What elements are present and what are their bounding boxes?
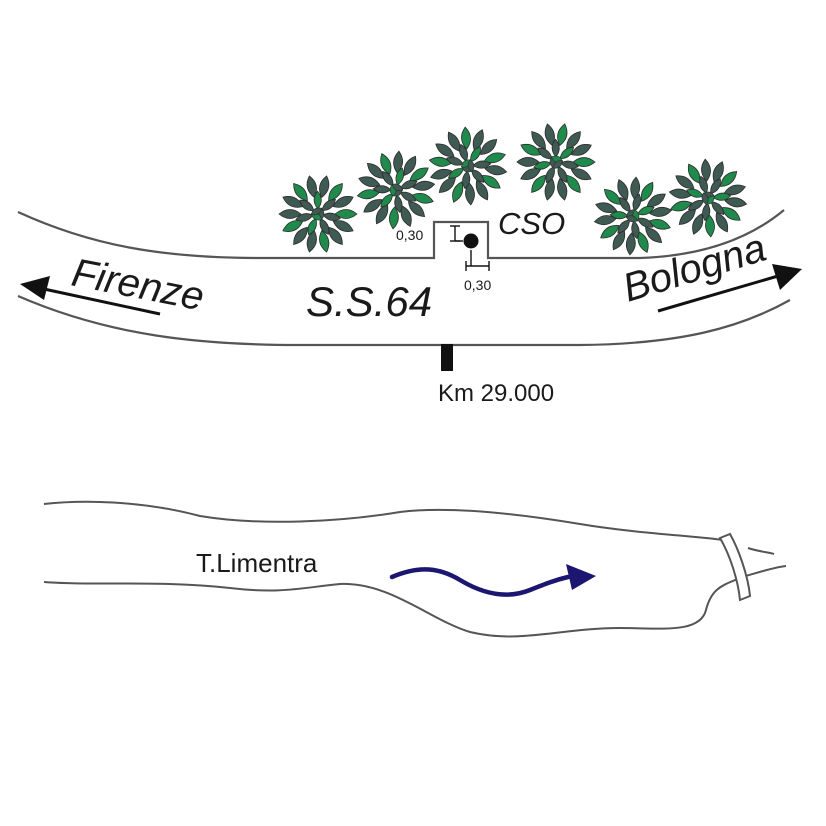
km-marker-label: Km 29.000 xyxy=(438,380,554,407)
tree-leaf xyxy=(644,227,663,244)
tree-leaf xyxy=(724,197,748,208)
tree-leaf xyxy=(332,196,354,208)
tree-leaf xyxy=(701,158,711,182)
tree-leaf xyxy=(461,126,471,150)
tree-group xyxy=(278,123,748,256)
station-point xyxy=(463,233,479,249)
tree-leaf xyxy=(531,130,546,150)
tree-leaf xyxy=(516,157,540,167)
tree-leaf xyxy=(600,225,620,239)
river-name: T.Limentra xyxy=(196,548,318,578)
tree-leaf xyxy=(293,183,308,202)
culvert-icon xyxy=(718,532,752,602)
river-bottom-bank xyxy=(43,565,787,638)
flow-arrow-icon xyxy=(389,564,596,597)
tree-leaf xyxy=(625,232,636,256)
dim-vertical-icon xyxy=(450,225,463,242)
road-name: S.S.64 xyxy=(306,278,432,325)
river: T.Limentra xyxy=(43,500,787,638)
tree-leaf xyxy=(310,207,323,216)
tree-icon xyxy=(516,123,596,201)
tree-leaf xyxy=(475,180,489,201)
tree-leaf xyxy=(389,206,399,230)
tree-leaf xyxy=(595,202,618,213)
arrow-right-icon xyxy=(657,264,802,313)
tree-leaf xyxy=(675,175,695,189)
road xyxy=(17,209,791,347)
tree-leaf xyxy=(484,165,508,176)
dim-horizontal-label: 0,30 xyxy=(464,277,491,293)
station: 0,30 0,30 CSO xyxy=(396,206,565,293)
tree-leaf xyxy=(701,192,709,205)
tree-leaf xyxy=(293,226,308,245)
tree-leaf xyxy=(430,168,453,180)
road-bottom-edge xyxy=(17,294,791,347)
tree-leaf xyxy=(692,213,704,235)
river-top-bank-end xyxy=(747,547,775,555)
tree-leaf xyxy=(452,181,464,203)
tree-leaf xyxy=(552,160,563,169)
tree-leaf xyxy=(640,181,654,202)
dim-vertical-label: 0,30 xyxy=(396,227,423,243)
tree-leaf xyxy=(570,168,592,181)
tree-leaf xyxy=(407,201,426,218)
tree-leaf xyxy=(467,159,475,173)
arrow-left-icon xyxy=(20,276,161,316)
tree-leaf xyxy=(358,176,381,187)
tree-leaf xyxy=(412,180,436,191)
tree-leaf xyxy=(649,206,673,217)
tree-leaf xyxy=(715,212,729,233)
tree-leaf xyxy=(617,179,629,201)
tree-leaf xyxy=(435,143,455,157)
tree-leaf xyxy=(319,229,330,253)
river-top-bank xyxy=(43,500,731,542)
tree-icon xyxy=(278,175,358,253)
tree-leaf xyxy=(332,220,354,232)
tree-leaf xyxy=(403,155,417,176)
tree-leaf xyxy=(557,123,568,147)
tree-icon xyxy=(593,176,673,256)
tree-icon xyxy=(668,158,748,238)
tree-leaf xyxy=(363,199,383,213)
tree-leaf xyxy=(625,215,639,223)
tree-leaf xyxy=(480,139,498,155)
dim-horizontal-icon xyxy=(465,250,490,271)
road-top-edge xyxy=(17,209,785,260)
tree-leaf xyxy=(570,144,592,156)
tree-leaf xyxy=(670,200,693,212)
tree-leaf xyxy=(391,183,404,191)
tree-leaf xyxy=(720,171,738,187)
tree-leaf xyxy=(531,174,546,193)
tree-leaf xyxy=(319,175,330,199)
tree-leaf xyxy=(380,153,392,175)
tree-leaf xyxy=(557,177,568,201)
station-label: CSO xyxy=(498,206,565,241)
tree-icon xyxy=(356,150,436,230)
tree-leaf xyxy=(278,209,302,219)
tree-icon xyxy=(428,126,508,206)
km-marker-post xyxy=(441,344,453,371)
